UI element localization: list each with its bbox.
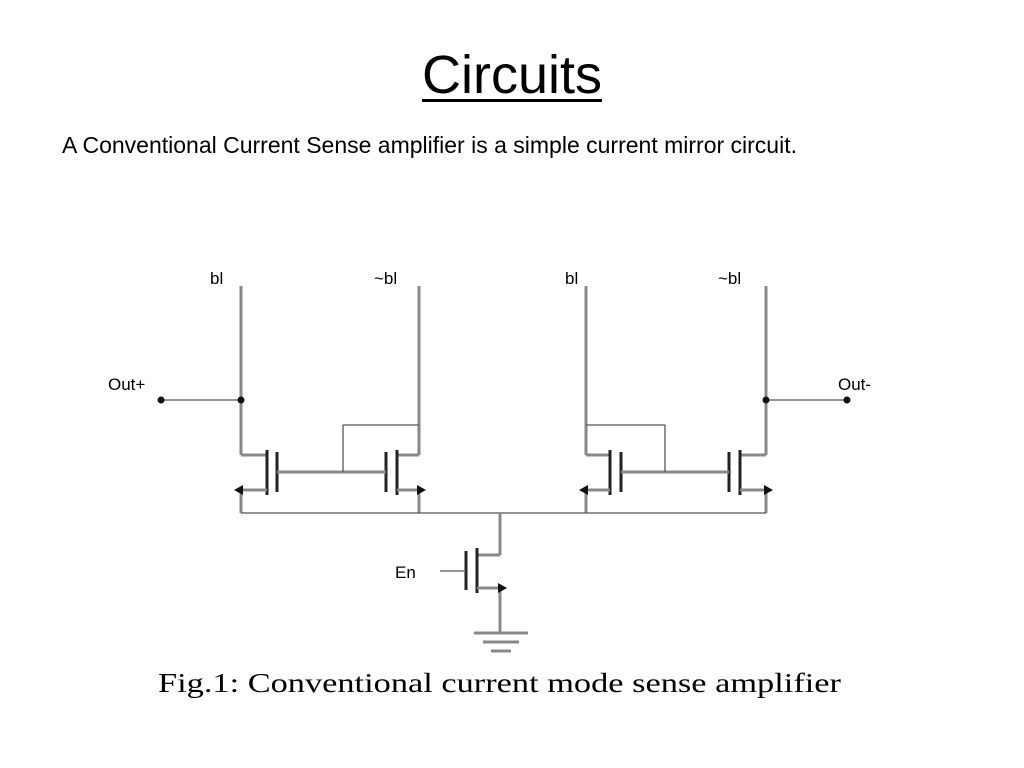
source-arrow [579,485,588,495]
source-arrow [498,583,507,593]
label-out-plus: Out+ [108,375,145,394]
slide-title: Circuits [421,45,602,105]
junction-dot-out-minus-terminal [843,396,851,404]
junction-dot-out-plus-terminal [157,396,165,404]
label-bl-right: bl [565,269,578,288]
bitline-wires [239,286,768,455]
ground-icon [474,631,528,653]
label-nbl-left: ~bl [374,269,397,288]
source-arrow [764,485,773,495]
enable-transistor [440,513,507,633]
junction-dot-out-plus-node [237,396,245,404]
label-out-minus: Out- [838,375,871,394]
left-current-mirror [234,424,426,513]
source-arrow [234,485,243,495]
label-nbl-right: ~bl [718,269,741,288]
right-current-mirror [579,424,773,513]
output-wires [157,396,851,404]
junction-dot-out-minus-node [762,396,770,404]
figure-caption: Fig.1: Conventional current mode sense a… [158,668,841,698]
source-arrow [417,485,426,495]
label-en: En [395,563,416,582]
slide-body-text: A Conventional Current Sense amplifier i… [62,132,797,158]
label-bl-left: bl [210,269,223,288]
